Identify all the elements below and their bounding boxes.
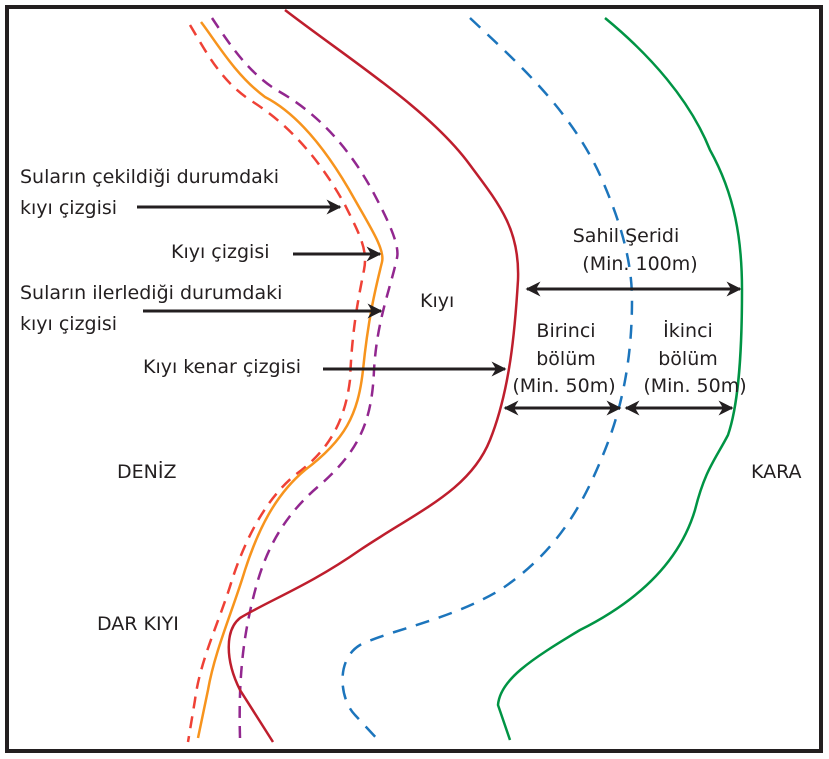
shoreline-label: Kıyı çizgisi xyxy=(171,241,270,263)
coastal-strip-min-label: (Min. 100m) xyxy=(582,253,697,275)
receded-shoreline-line xyxy=(186,24,367,743)
advanced-shoreline-label-2: kıyı çizgisi xyxy=(20,313,117,335)
first-section-label: Birinci xyxy=(536,320,595,342)
section-divider-line xyxy=(341,17,634,743)
shore-edge-line xyxy=(227,9,520,743)
second-section-min-label: (Min. 50m) xyxy=(643,375,746,397)
land-label: KARA xyxy=(751,461,802,483)
narrow-shore-label: DAR KIYI xyxy=(97,613,179,635)
receded-shoreline-label-2: kıyı çizgisi xyxy=(20,197,117,219)
first-section-min-label: (Min. 50m) xyxy=(512,375,615,397)
diagram-frame xyxy=(5,5,823,753)
coastal-strip-label: Sahil Şeridi xyxy=(573,225,680,247)
shore-label: Kıyı xyxy=(420,290,454,312)
first-section-label-2: bölüm xyxy=(536,348,596,370)
second-section-label-2: bölüm xyxy=(658,348,718,370)
coastal-strip-edge-line xyxy=(496,17,744,741)
receded-shoreline-label: Suların çekildiği durumdaki xyxy=(20,166,279,188)
shore-edge-label: Kıyı kenar çizgisi xyxy=(143,356,301,378)
advanced-shoreline-label: Suların ilerlediği durumdaki xyxy=(20,282,282,304)
second-section-label: İkinci xyxy=(663,319,713,342)
advanced-shoreline-line xyxy=(210,17,399,739)
shoreline-line xyxy=(196,21,384,739)
sea-label: DENİZ xyxy=(117,460,176,483)
